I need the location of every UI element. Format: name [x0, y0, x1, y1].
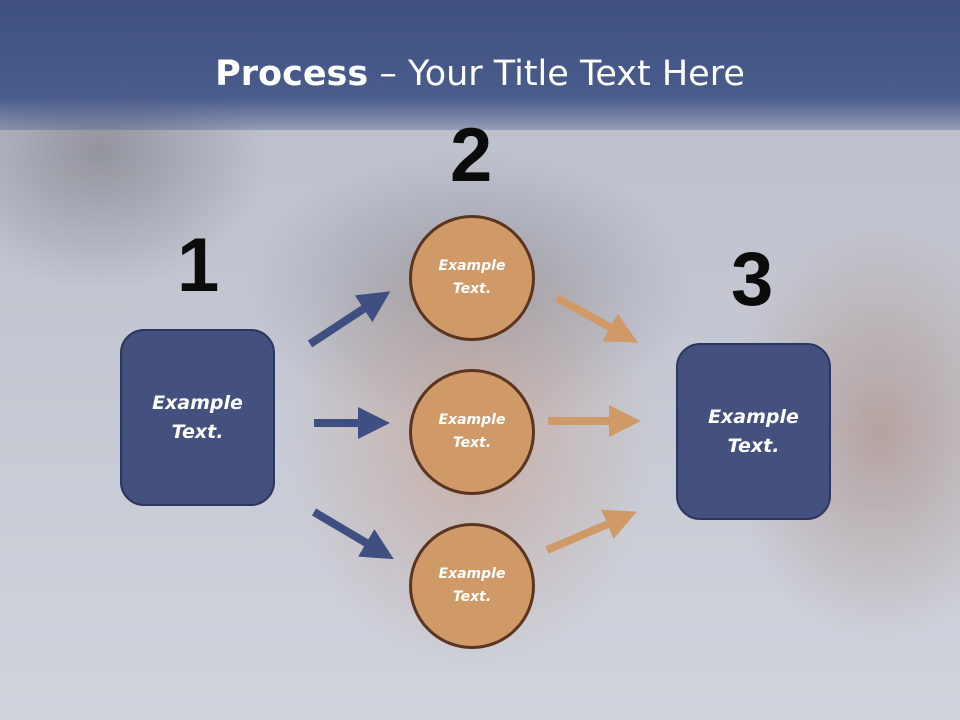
step-number-2: 2	[450, 113, 493, 198]
arrow-bottom-to-right	[545, 509, 637, 554]
left-box-label: Example Text.	[152, 391, 243, 443]
circle-bottom-label: Example Text.	[438, 566, 506, 605]
right-box: Example Text.	[676, 343, 831, 520]
title-rest: – Your Title Text Here	[368, 54, 745, 94]
slide-title: Process – Your Title Text Here	[0, 52, 960, 96]
step-number-3: 3	[731, 237, 774, 322]
circle-bottom: Example Text.	[409, 523, 535, 649]
step-number-1: 1	[177, 223, 220, 308]
circle-middle-label: Example Text.	[438, 412, 506, 451]
circle-top-label: Example Text.	[438, 258, 506, 297]
circle-top: Example Text.	[409, 215, 535, 341]
arrow-left-to-bottom	[311, 508, 394, 560]
arrow-left-to-top	[307, 291, 391, 348]
circle-middle: Example Text.	[409, 369, 535, 495]
title-band	[0, 0, 960, 130]
title-bold: Process	[215, 54, 369, 94]
left-box: Example Text.	[120, 329, 275, 506]
arrow-top-to-right	[555, 294, 639, 343]
right-box-label: Example Text.	[708, 405, 799, 457]
